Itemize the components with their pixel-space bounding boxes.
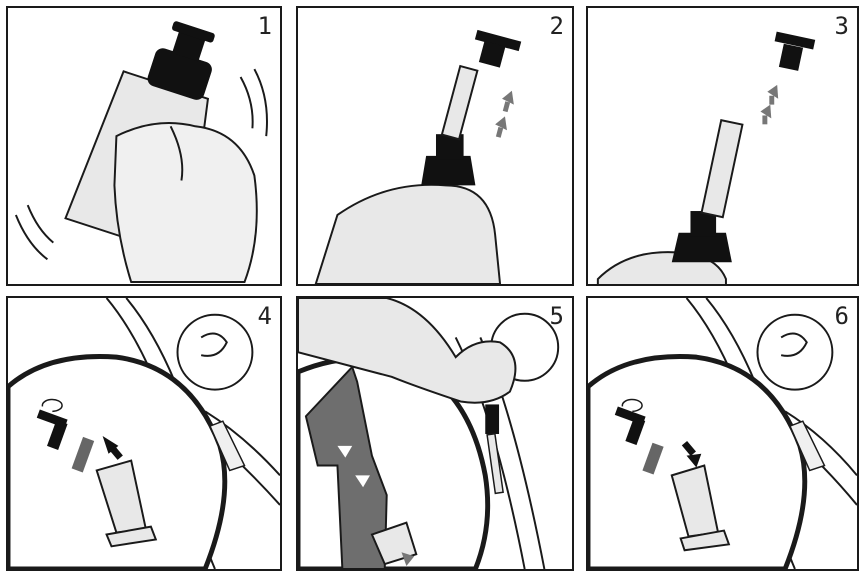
step-number: 4 [258,304,272,328]
step-5-panel: 5 [296,296,574,571]
step-number: 6 [835,304,849,328]
step-3-panel: 3 [586,6,859,286]
inject-sealant-illustration [298,298,572,569]
up-arrows [760,85,778,124]
step-2-panel: 2 [296,6,574,286]
step-1-panel: 1 [6,6,282,286]
step-number: 5 [550,304,564,328]
step-number: 3 [835,14,849,38]
step-number: 1 [258,14,272,38]
reinstall-valve-illustration [588,298,857,569]
step-6-panel: 6 [586,296,859,571]
unscrew-valve-illustration [8,298,280,569]
shake-bottle-illustration [8,8,280,284]
step-number: 2 [550,14,564,38]
step-4-panel: 4 [6,296,282,571]
tool-separated-illustration [588,8,857,284]
up-arrows [495,91,514,138]
remove-cap-illustration [298,8,572,284]
